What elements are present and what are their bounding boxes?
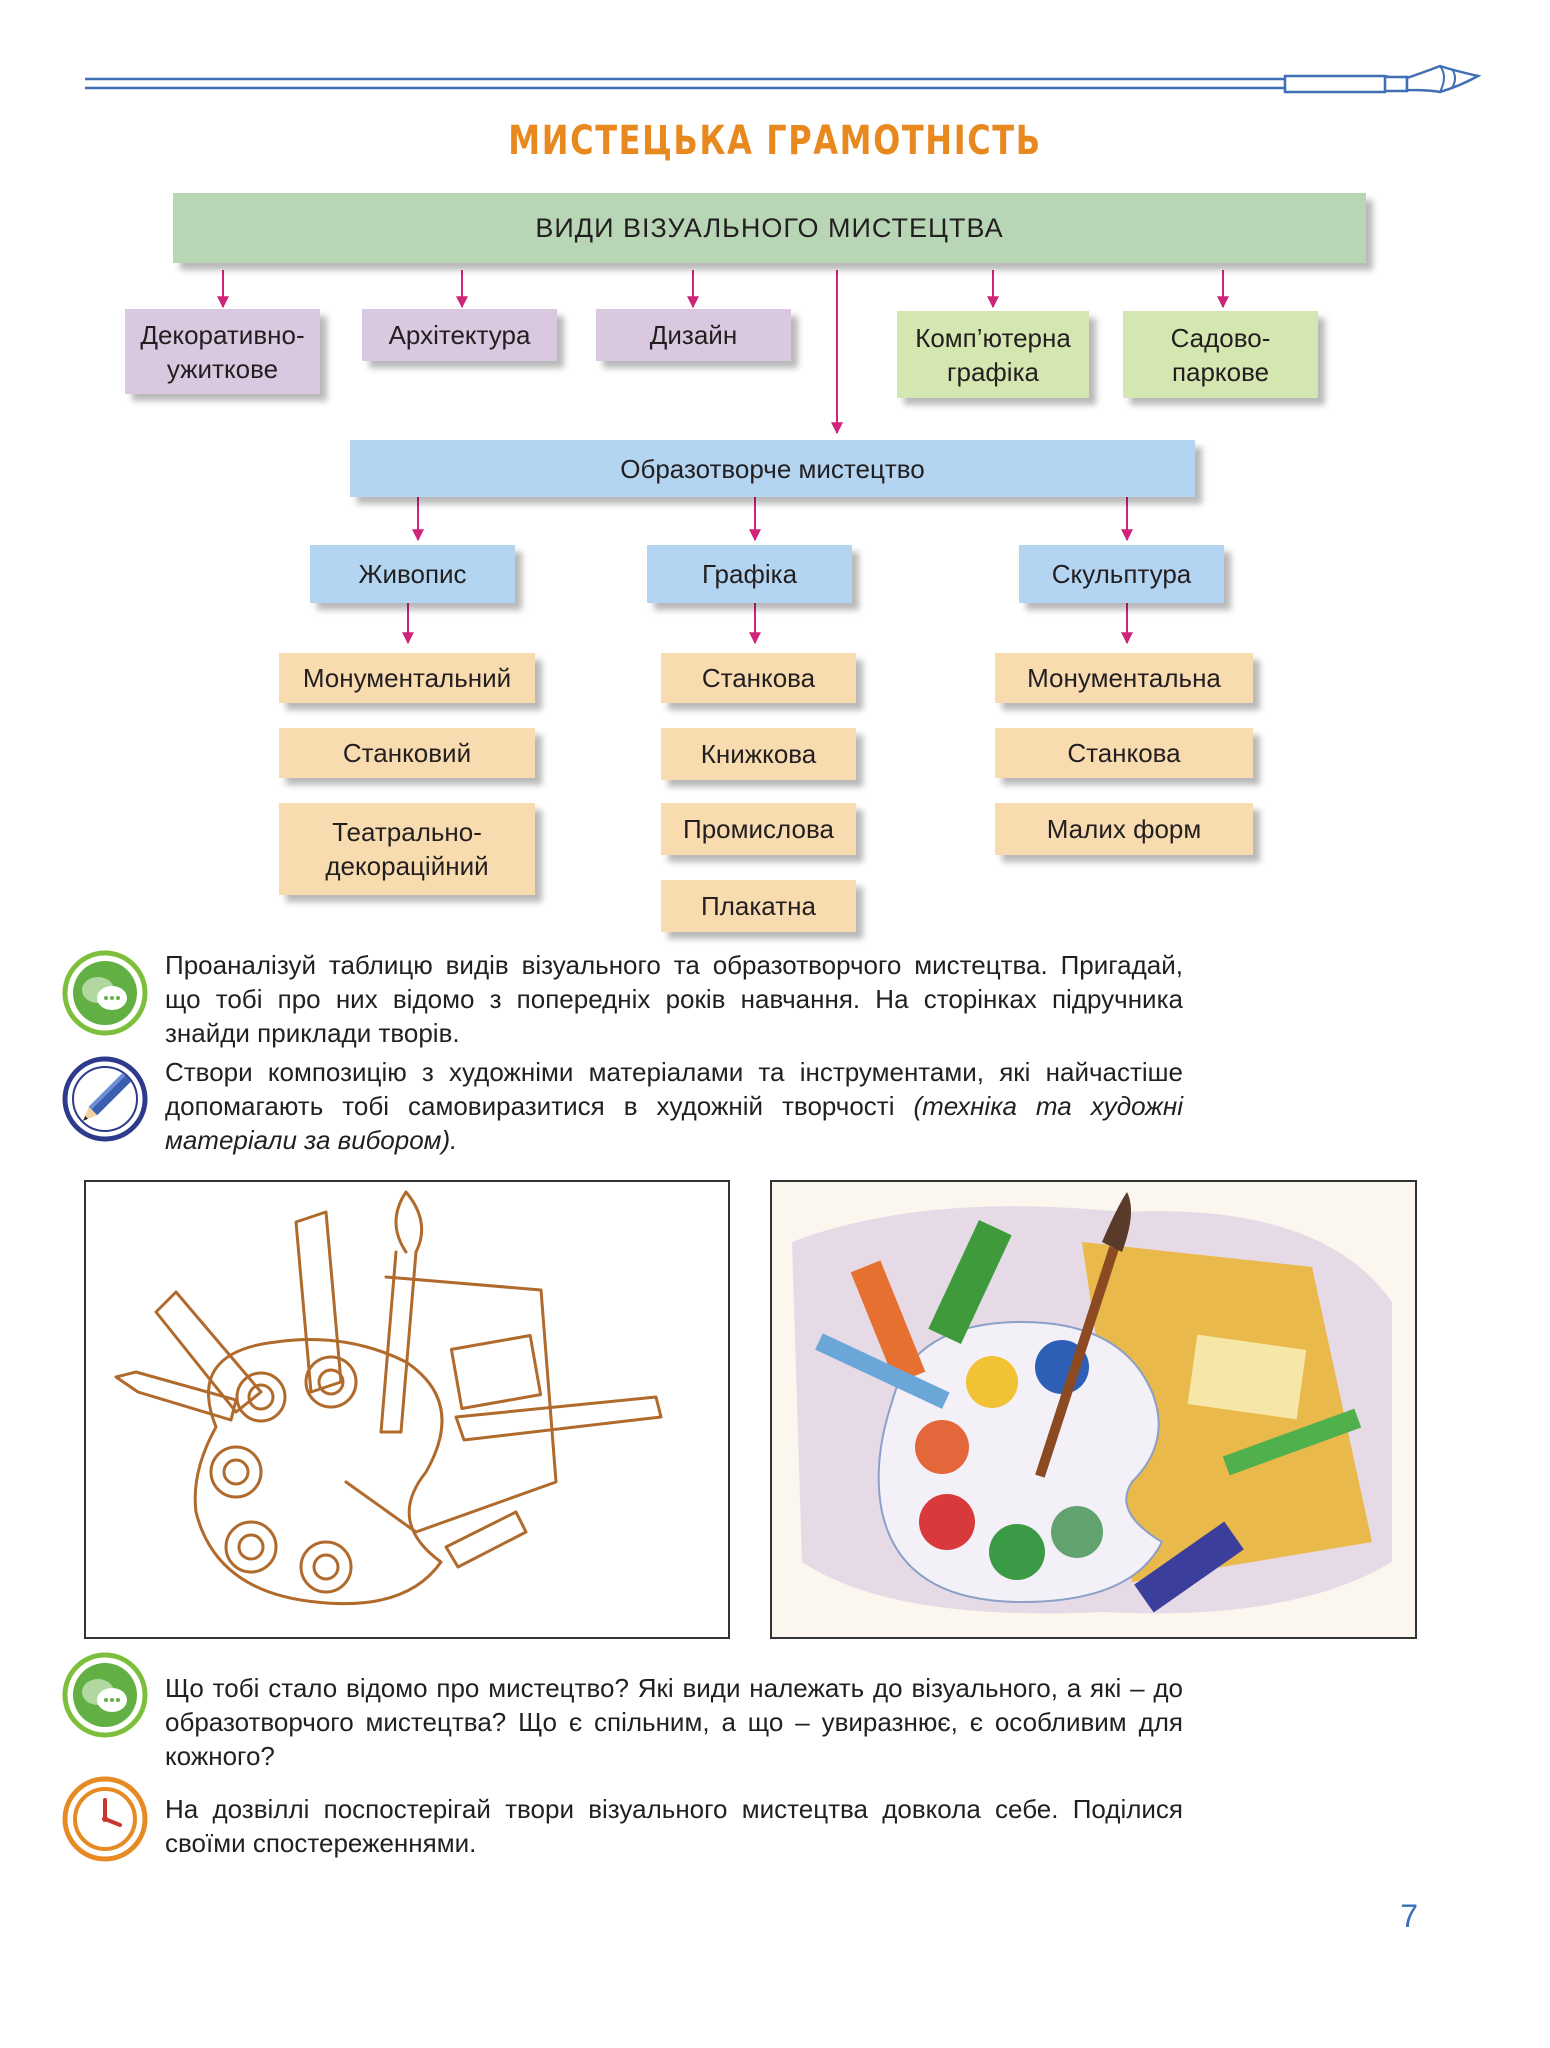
kind-architecture: Архітектура	[362, 309, 557, 361]
sketch-illustration	[84, 1180, 730, 1639]
painting-label: Живопис	[310, 545, 515, 603]
task-discuss-1: Проаналізуй таблицю видів візуального та…	[165, 950, 1183, 1048]
kind-computer-graphics: Комп’ютерна графіка	[897, 311, 1089, 398]
task-create-text: Створи композицію з художніми матеріалам…	[165, 1057, 1183, 1121]
palette-sketch-image	[114, 1190, 663, 1606]
task-discuss-2: Що тобі стало відомо про мистецтво? Які …	[165, 1673, 1183, 1771]
task-create-note: (техніка та художні матеріали за вибором…	[165, 1091, 1183, 1155]
pencil-icon	[62, 1056, 148, 1142]
graphics-item: Станкова	[661, 653, 856, 703]
kind-landscape: Садово-паркове	[1123, 311, 1318, 398]
chat-bubbles-icon	[62, 1652, 148, 1738]
fine-art: Образотворче мистецтво	[350, 440, 1195, 497]
graphics-label: Графіка	[647, 545, 852, 603]
sculpture-item: Малих форм	[995, 803, 1253, 855]
page-number: 7	[1400, 1898, 1418, 1934]
color-illustration	[770, 1180, 1417, 1639]
sculpture-label: Скульптура	[1019, 545, 1224, 603]
clock-icon	[62, 1776, 148, 1862]
painting-item: Театрально-декораційний	[279, 803, 535, 895]
scheme-connectors	[217, 270, 1229, 645]
painting-item: Станковий	[279, 728, 535, 778]
graphics-item: Книжкова	[661, 728, 856, 780]
chat-bubbles-icon	[62, 950, 148, 1036]
sculpture-item: Станкова	[995, 728, 1253, 778]
task-create: Створи композицію з художніми матеріалам…	[165, 1055, 1183, 1157]
graphics-item: Промислова	[661, 803, 856, 855]
palette-color-image	[772, 1182, 1415, 1637]
task-leisure: На дозвіллі поспостерігай твори візуальн…	[165, 1794, 1183, 1858]
kind-design: Дизайн	[596, 309, 791, 361]
sculpture-item: Монументальна	[995, 653, 1253, 703]
page-title: МИСТЕЦЬКА ГРАМОТНІСТЬ	[508, 118, 1042, 164]
paintbrush-icon	[1283, 64, 1482, 94]
header-line	[85, 64, 1482, 94]
painting-item: Монументальний	[279, 653, 535, 703]
graphics-item: Плакатна	[661, 880, 856, 932]
kind-decorative: Декоративно-ужиткове	[125, 309, 320, 394]
scheme-root: ВИДИ ВІЗУАЛЬНОГО МИСТЕЦТВА	[173, 193, 1366, 263]
